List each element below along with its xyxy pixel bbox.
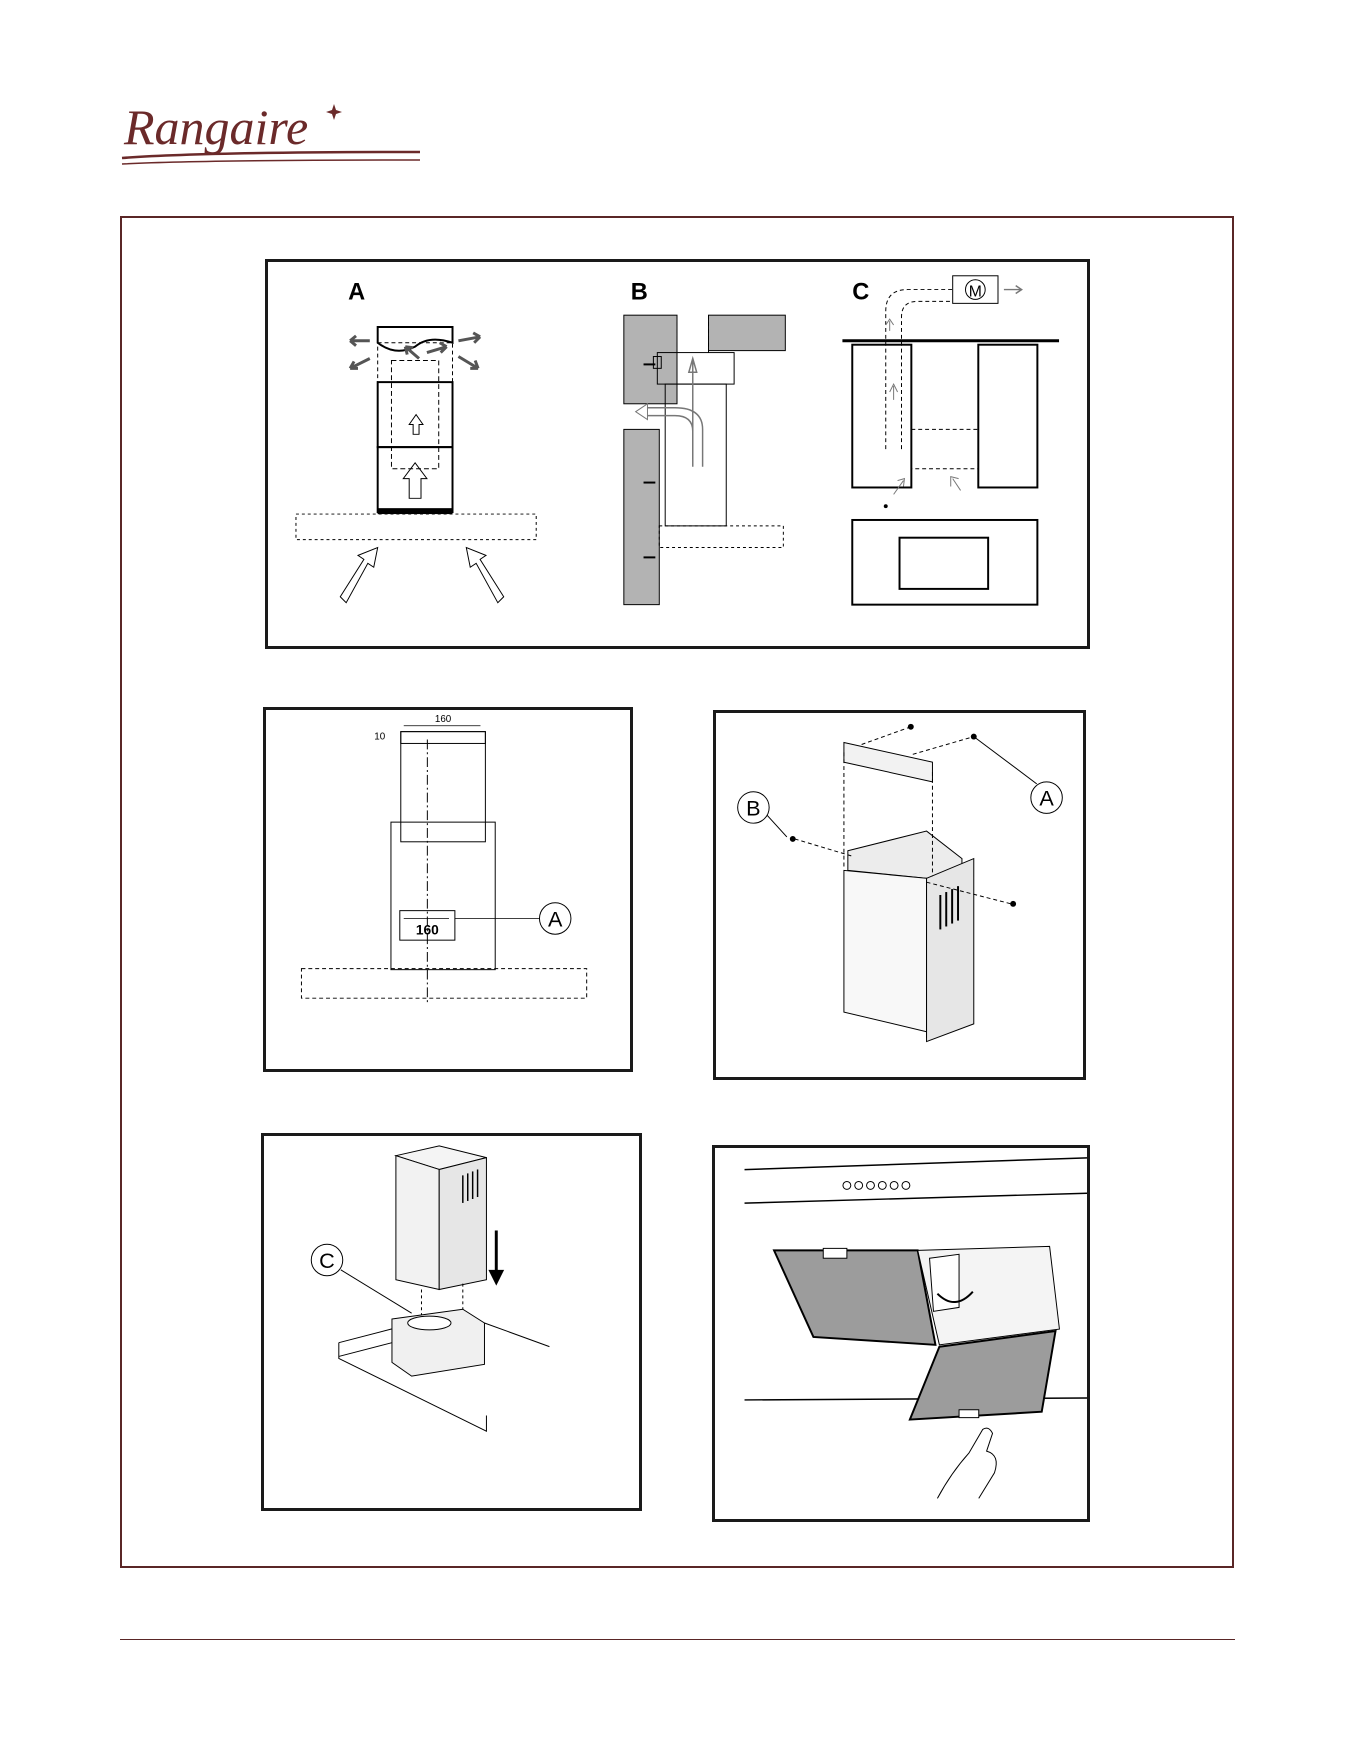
label-b: B <box>631 279 648 305</box>
label-c: C <box>852 279 869 305</box>
figure-grease-filter <box>712 1145 1090 1522</box>
callout-b: B <box>746 795 760 820</box>
figure-venting-modes: A B C <box>265 259 1090 649</box>
footer-divider <box>120 1639 1235 1640</box>
mounting-dimensions-drawing: 160 10 160 A <box>266 710 630 1069</box>
bracket-assembly-drawing: A B <box>716 713 1083 1077</box>
figure-mounting-dimensions: 160 10 160 A <box>263 707 633 1072</box>
logo-text: Rangaire <box>123 100 308 155</box>
figure-bracket-assembly: A B <box>713 710 1086 1080</box>
dimension-top-width: 160 <box>435 714 452 725</box>
callout-a: A <box>1039 785 1054 810</box>
motor-label: M <box>969 283 982 300</box>
figure-chimney-cover: C <box>261 1133 642 1511</box>
dimension-top-offset: 10 <box>374 732 385 743</box>
callout-a: A <box>548 906 563 931</box>
rangaire-logo: Rangaire <box>120 100 430 170</box>
sparkle-icon <box>326 104 342 120</box>
venting-modes-drawing: A B C <box>268 262 1087 646</box>
grease-filter-drawing <box>715 1148 1087 1519</box>
chimney-cover-drawing: C <box>264 1136 639 1508</box>
label-a: A <box>348 279 365 305</box>
callout-c: C <box>319 1248 335 1273</box>
